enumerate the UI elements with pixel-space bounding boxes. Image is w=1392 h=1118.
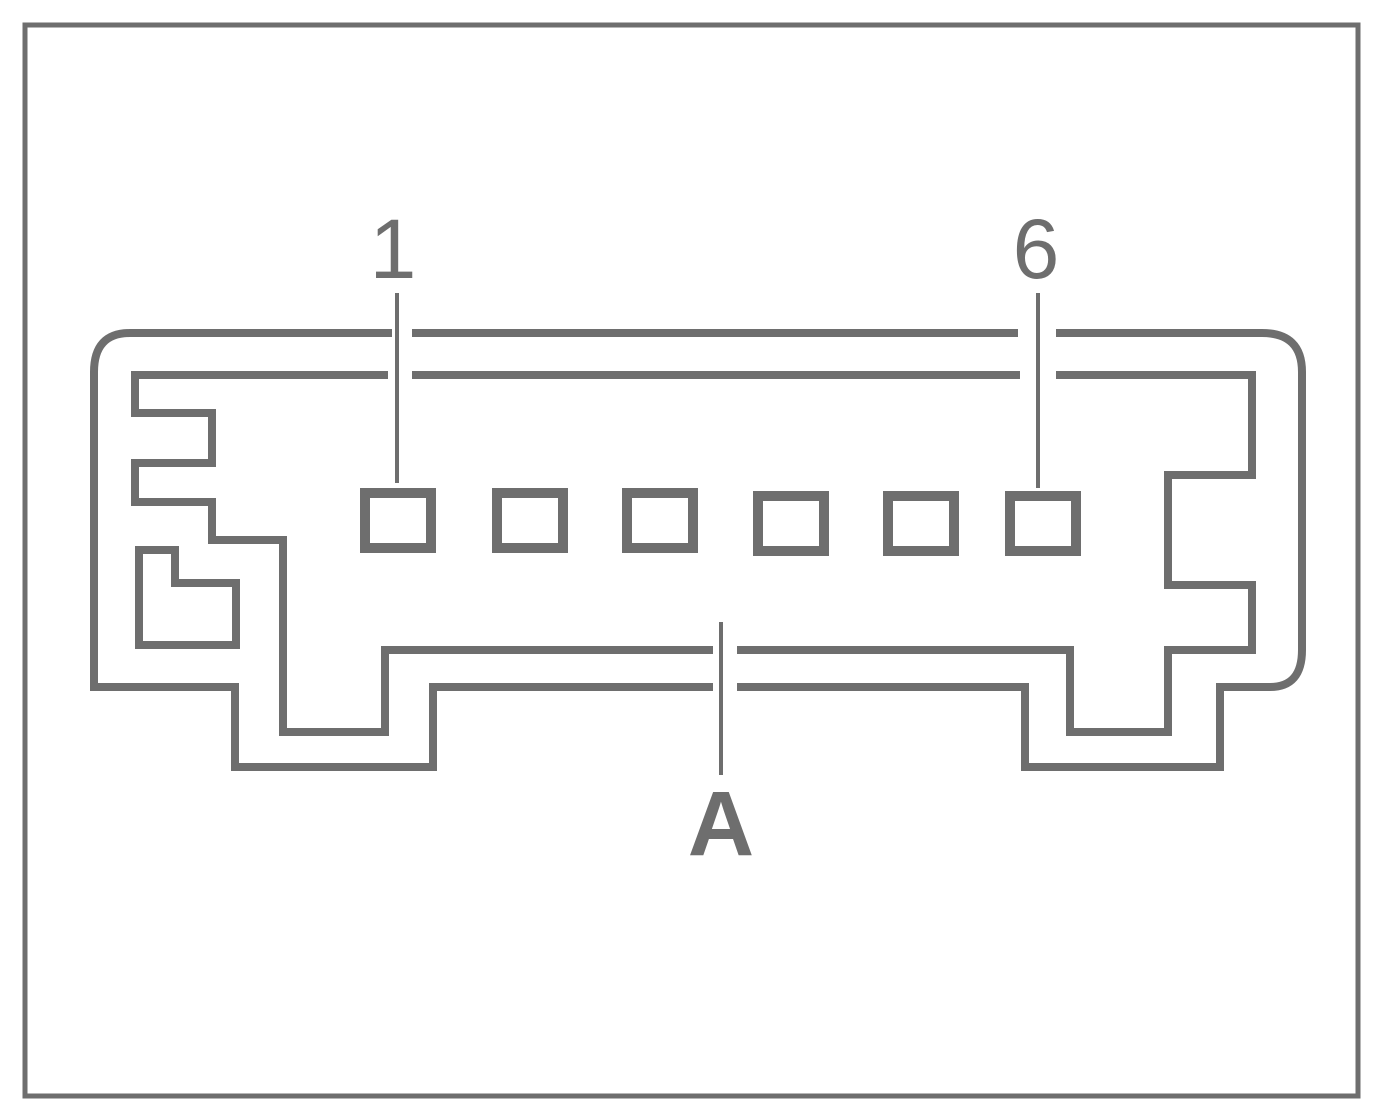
pin-cavity-2 (492, 488, 568, 553)
locking-tab (135, 546, 240, 649)
pin-cavity-3 (622, 488, 698, 553)
callout-pin-6: 6 (1013, 202, 1060, 296)
connector-housing-inner (131, 371, 1256, 736)
pin-cavity-5 (883, 491, 959, 556)
callout-pin-1: 1 (370, 202, 417, 296)
figure-frame (22, 22, 1361, 1099)
pin-cavity-4 (753, 491, 829, 556)
callout-connector-a: A (688, 773, 754, 875)
pin-cavity-6 (1005, 491, 1081, 556)
connector-housing-outer (90, 329, 1306, 771)
pin-cavity-1 (360, 488, 436, 553)
